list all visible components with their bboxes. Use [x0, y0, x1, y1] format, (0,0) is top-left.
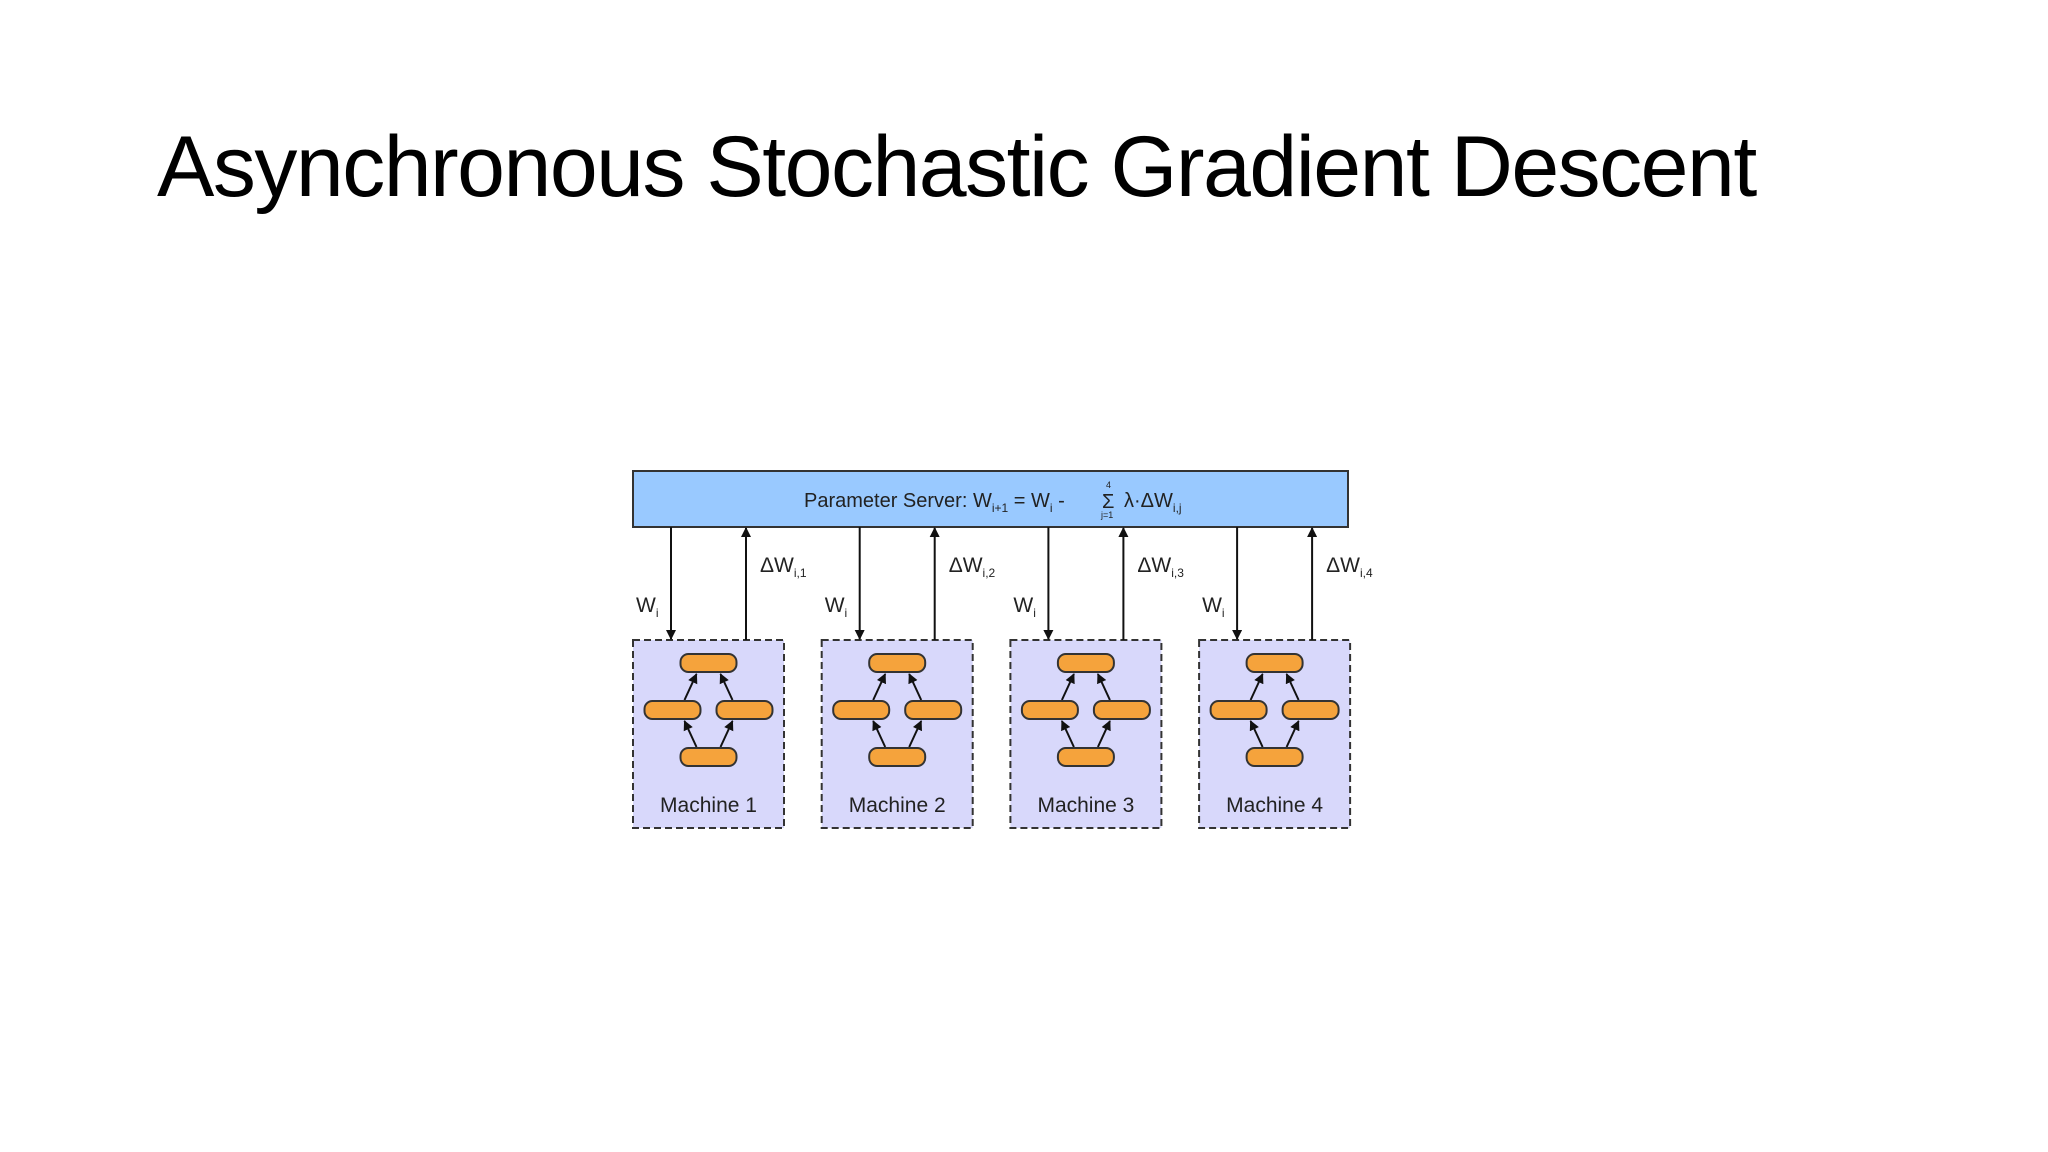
network-edge [872, 720, 887, 748]
machine-label: Machine 1 [660, 794, 757, 817]
machine-label: Machine 2 [849, 794, 946, 817]
network-node [1092, 700, 1151, 720]
network-edge [1096, 673, 1111, 701]
network-node [679, 653, 738, 673]
network-edge [1249, 673, 1264, 701]
network-edge [683, 673, 698, 701]
network-edge [1060, 720, 1075, 748]
network-edge [1060, 673, 1075, 701]
network-node [1056, 747, 1115, 767]
network-edge [719, 673, 734, 701]
network-edge [683, 720, 698, 748]
network-edge [1249, 720, 1264, 748]
machine-1: Machine 1 Wi ΔWi,1 [632, 527, 807, 829]
network-node [1209, 700, 1268, 720]
sum-lower-limit: j=1 [1100, 510, 1113, 520]
update-label: ΔWi,3 [1137, 554, 1184, 580]
machine-label: Machine 3 [1037, 794, 1134, 817]
sum-symbol: Σ [1102, 491, 1114, 513]
network-node [832, 700, 891, 720]
network-edge [908, 673, 923, 701]
slide-title: Asynchronous Stochastic Gradient Descent [157, 119, 1757, 215]
network-node [868, 653, 927, 673]
machine-3: Machine 3 Wi ΔWi,3 [1009, 527, 1184, 829]
network-node [1245, 747, 1304, 767]
network-node [1245, 653, 1304, 673]
network-node [715, 700, 774, 720]
network-node [1020, 700, 1079, 720]
update-label: ΔWi,4 [1326, 554, 1373, 580]
machine-4: Machine 4 Wi ΔWi,4 [1198, 527, 1373, 829]
network-node [643, 700, 702, 720]
network-edge [908, 720, 923, 748]
parameter-server-box [632, 470, 1349, 528]
network-node [1056, 653, 1115, 673]
network-edge [719, 720, 734, 748]
network-node [679, 747, 738, 767]
parameter-server-label: Parameter Server: Wi+1 = Wi - [804, 490, 1065, 515]
network-edge [872, 673, 887, 701]
machine-2: Machine 2 Wi ΔWi,2 [820, 527, 996, 829]
update-label: ΔWi,2 [949, 554, 996, 580]
parameter-server: Parameter Server: Wi+1 = Wi - Σ 4 j=1 λ·… [632, 470, 1349, 528]
network-edge [1285, 720, 1300, 748]
weights-label: Wi [1013, 594, 1036, 620]
weights-label: Wi [636, 594, 659, 620]
weights-label: Wi [825, 594, 848, 620]
machine-label: Machine 4 [1226, 794, 1323, 817]
sum-upper-limit: 4 [1106, 480, 1111, 490]
network-edge [1285, 673, 1300, 701]
weights-label: Wi [1202, 594, 1225, 620]
network-node [1281, 700, 1340, 720]
network-node [904, 700, 963, 720]
network-node [868, 747, 927, 767]
network-edge [1096, 720, 1111, 748]
sum-term: λ·ΔWi,j [1124, 490, 1182, 515]
update-label: ΔWi,1 [760, 554, 807, 580]
